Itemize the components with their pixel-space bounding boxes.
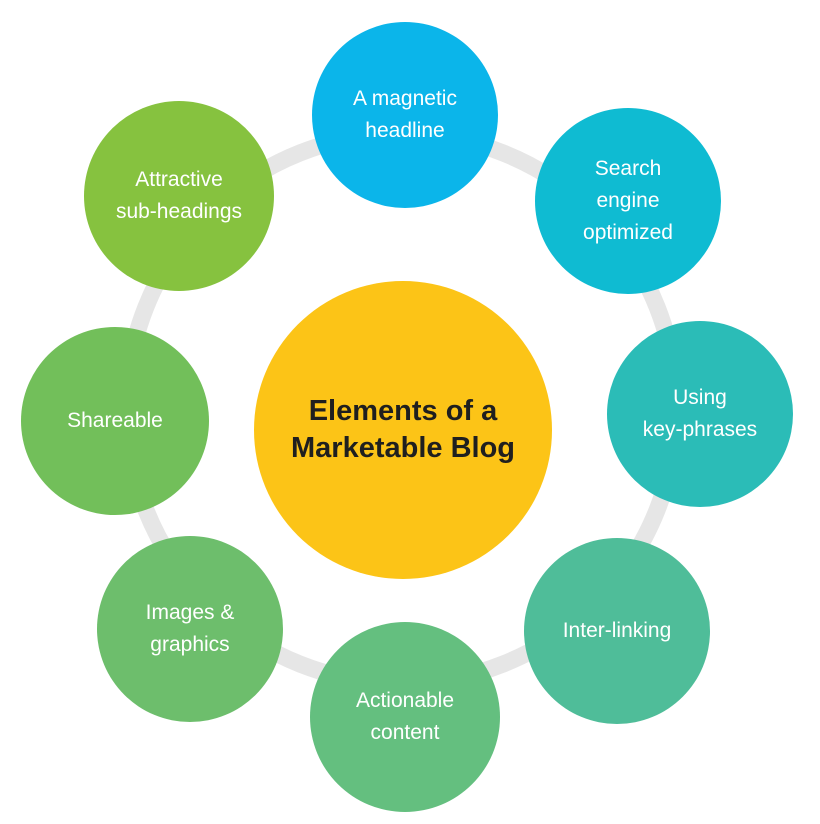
node-shareable: Shareable <box>21 327 209 515</box>
node-attractive-sub-headings: Attractive sub-headings <box>84 101 274 291</box>
node-inter-linking: Inter-linking <box>524 538 710 724</box>
center-circle: Elements of a Marketable Blog <box>254 281 552 579</box>
node-magnetic-headline: A magnetic headline <box>312 22 498 208</box>
node-actionable-content: Actionable content <box>310 622 500 812</box>
node-search-engine-optimized: Search engine optimized <box>535 108 721 294</box>
node-using-key-phrases: Using key-phrases <box>607 321 793 507</box>
node-images-graphics: Images & graphics <box>97 536 283 722</box>
